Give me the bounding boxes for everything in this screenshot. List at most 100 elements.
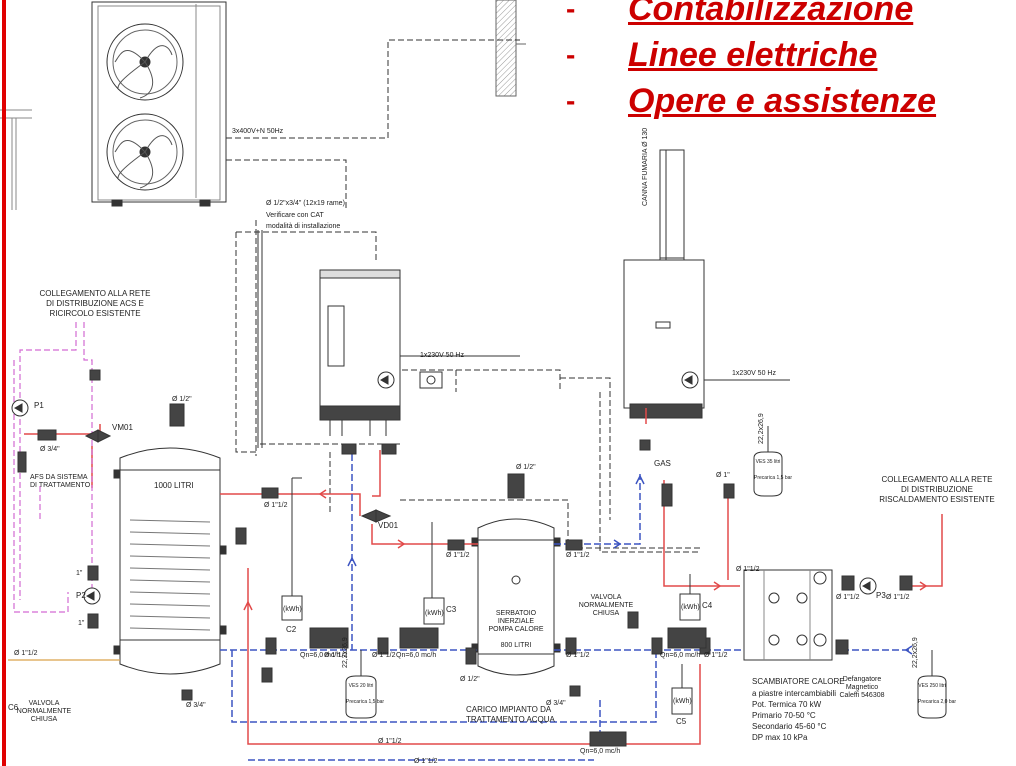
nc-valve-a-3: CHIUSA [592, 610, 620, 617]
indoor-heat-pump-unit [319, 269, 401, 436]
pipe-size-1-slash: Ø 1" [716, 472, 730, 479]
nc-valve-b-1: VALVOLA [28, 700, 60, 707]
heading-list: - Contabilizzazione - Linee elettriche -… [560, 0, 1016, 124]
hot-arrows [243, 489, 928, 611]
exchanger-line-1: a piastre intercambiabili [752, 689, 837, 698]
pipe-size-1: 1" [78, 620, 85, 627]
nc-valve-a-2: NORMALMENTE [578, 602, 634, 609]
pipe-size-label: Ø 1"1/2 [446, 552, 470, 559]
pipe-size-label: Ø 1"1/2 [14, 650, 38, 657]
pipe-size-12: Ø 1/2" [460, 676, 480, 683]
plate-heat-exchanger [743, 569, 833, 661]
exchanger-line-2: Pot. Termica 70 kW [752, 700, 822, 709]
pipe-note-2: modalità di installazione [266, 223, 341, 230]
bullet-dash: - [566, 0, 576, 24]
gas-label: GAS [654, 459, 671, 468]
pipe-size-label: Ø 1"1/2 [566, 652, 590, 659]
acs-network-line-2: DI DISTRIBUZIONE ACS E [46, 299, 144, 308]
cold-arrows [347, 474, 913, 655]
meter-kwh: (kWh) [681, 604, 700, 611]
pipe-size-bottom-2: Ø 1"1/2 [414, 758, 438, 765]
meter-c2-label: C2 [286, 625, 297, 634]
exchanger-line-5: DP max 10 kPa [752, 733, 808, 742]
outdoor-heat-pump-unit [91, 1, 227, 207]
pipe-size-34: Ø 3/4" [40, 446, 60, 453]
afs-label-1: AFS DA SISTEMA [30, 474, 88, 481]
acs-network-line-3: RICIRCOLO ESISTENTE [49, 309, 141, 318]
pipe-size-label: Ø 1"1/2 [324, 652, 348, 659]
pipe-spec-label: Ø 1/2"x3/4" (12x19 rame) [266, 200, 345, 207]
heat-network-line-1: COLLEGAMENTO ALLA RETE [881, 475, 993, 484]
power-3ph-label: 3x400V+N 50Hz [232, 128, 284, 135]
exchanger-title: SCAMBIATORE CALORE [752, 677, 845, 686]
heading-text: Linee elettriche [628, 35, 878, 74]
valve-vm01-label: VM01 [112, 423, 133, 432]
exchanger-line-3: Primario 70-50 °C [752, 711, 816, 720]
expansion-pipe-3: 22,2x26,9 [912, 637, 919, 668]
pipe-size-label: Ø 1"1/2 [704, 652, 728, 659]
pipe-size-34: Ø 3/4" [546, 700, 566, 707]
flow-rate-c4: Qn=6,0 mc/h [660, 652, 701, 659]
expansion-pipe-2: 22,2x26,9 [758, 413, 765, 444]
wall-section [495, 0, 526, 97]
buffer-capacity: 800 LITRI [500, 642, 532, 649]
buffer-label-1: SERBATOIO [495, 610, 537, 617]
buffer-label-2: INERZIALE [497, 618, 535, 625]
pumps [11, 371, 877, 605]
thermostat [419, 371, 443, 389]
heading-text: Opere e assistenze [628, 81, 937, 120]
pipe-note-1: Verificare con CAT [266, 212, 324, 219]
pipe-size-label: Ø 1"1/2 [566, 552, 590, 559]
meter-c6-label: C6 [8, 703, 19, 712]
valve-vd01-label: VD01 [378, 521, 399, 530]
bullet-dash: - [566, 39, 576, 70]
meter-c3-label: C3 [446, 605, 457, 614]
flow-rate-c5: Qn=6,0 mc/h [580, 748, 621, 755]
valves [17, 369, 913, 747]
heading-item-opere-assistenze: - Opere e assistenze [560, 78, 1016, 124]
flow-rate-c3: Qn=6,0 mc/h [396, 652, 437, 659]
nc-valve-b-2: NORMALMENTE [16, 708, 72, 715]
pipe-size-label: Ø 1"1/2 [264, 502, 288, 509]
heat-network-line-2: DI DISTRIBUZIONE [900, 485, 973, 494]
degasser-3: Caleffi 546308 [839, 692, 885, 699]
vessel-1-size: VES 20 litri [348, 683, 374, 689]
flow-rate-c2: Qn=6,0 mc/h [300, 652, 341, 659]
pump-p3-label: P3 [876, 591, 886, 600]
buffer-tank-800l [471, 518, 561, 676]
control-lines [226, 39, 700, 553]
pipe-size-label: Ø 1"1/2 [372, 652, 396, 659]
meter-kwh: (kWh) [673, 698, 692, 705]
heading-item-contabilizzazione: - Contabilizzazione [560, 0, 1016, 32]
pipe-size-bottom-1: Ø 1"1/2 [378, 738, 402, 745]
vessel-1-precharge: Precarica 1,5 bar [346, 699, 385, 705]
nc-valve-a-1: VALVOLA [590, 594, 622, 601]
pipe-size-12: Ø 1/2" [516, 464, 536, 471]
cold-water-piping [220, 444, 912, 761]
pipe-size-label: Ø 1"1/2 [736, 566, 760, 573]
exchanger-line-4: Secondario 45-60 °C [752, 722, 827, 731]
treatment-label-1: CARICO IMPIANTO DA [466, 705, 552, 714]
vessel-2-precharge: Precarica 1,5 bar [754, 475, 793, 481]
heading-item-linee-elettriche: - Linee elettriche [560, 32, 1016, 78]
meter-kwh: (kWh) [283, 606, 302, 613]
chimney-flue [659, 149, 685, 261]
pipe-size-34: Ø 3/4" [186, 702, 206, 709]
dhw-tank-1000l [113, 447, 227, 675]
pump-p1-label: P1 [34, 401, 44, 410]
heading-text: Contabilizzazione [628, 0, 914, 28]
meter-kwh: (kWh) [425, 610, 444, 617]
degasser-2: Magnetico [845, 684, 879, 691]
heat-network-line-3: RISCALDAMENTO ESISTENTE [879, 495, 995, 504]
pump-p2-label: P2 [76, 591, 86, 600]
dhw-tank-capacity: 1000 LITRI [154, 481, 194, 490]
vessel-3-size: VES 250 litri [918, 683, 946, 689]
nc-valve-b-3: CHIUSA [30, 716, 58, 723]
flue-label: CANNA FUMARIA Ø 130 [642, 127, 649, 206]
pipe-size-1: 1" [76, 570, 83, 577]
power-boiler-label: 1x230V 50 Hz [732, 370, 776, 377]
treatment-label-2: TRATTAMENTO ACQUA [466, 715, 555, 724]
slide-frame-border [2, 0, 6, 766]
